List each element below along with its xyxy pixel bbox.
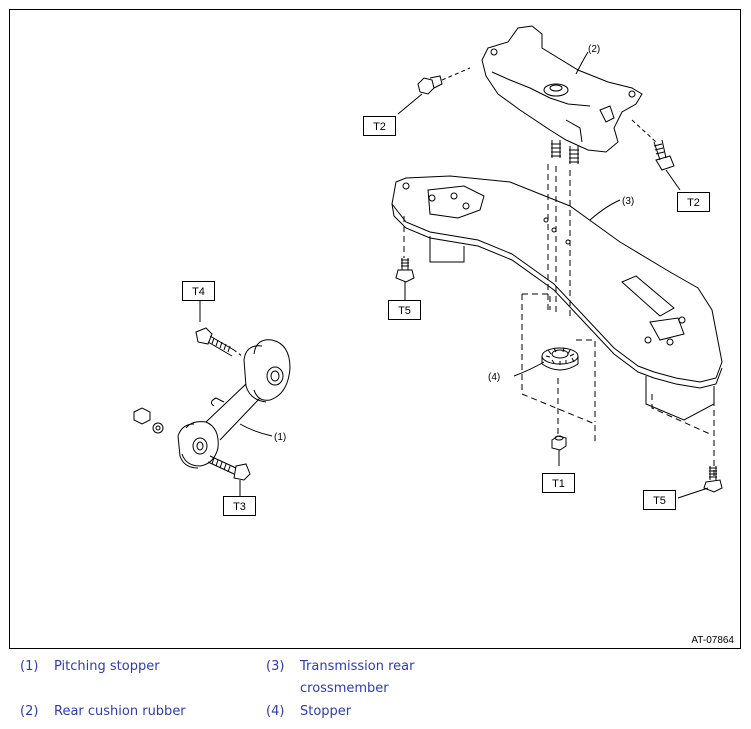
stopper-drawing bbox=[541, 347, 579, 371]
exploded-view-figure: (2) (3) (4) (1) T2 T2 T4 T5 T3 T1 T5 AT-… bbox=[9, 9, 741, 649]
torque-label-t4: T4 bbox=[182, 281, 215, 301]
bolt-t5-right-drawing bbox=[677, 466, 723, 499]
legend-text: Rear cushion rubber bbox=[54, 704, 186, 719]
bolt-t2-left-drawing bbox=[397, 67, 471, 115]
bolt-t2-right-drawing bbox=[631, 119, 681, 191]
legend-text: Stopper bbox=[300, 704, 352, 719]
legend-item-2: (2) Rear cushion rubber bbox=[20, 701, 240, 723]
legend-item-1: (1) Pitching stopper bbox=[20, 656, 240, 678]
pitching-stopper-drawing bbox=[133, 300, 291, 496]
callout-2: (2) bbox=[588, 44, 600, 55]
torque-label-t3: T3 bbox=[223, 496, 256, 516]
callout-3: (3) bbox=[622, 196, 634, 207]
legend-number: (4) bbox=[266, 704, 285, 719]
torque-label-t1: T1 bbox=[542, 473, 575, 493]
legend-text: Transmission rear crossmember bbox=[300, 659, 415, 696]
transmission-crossmember-drawing bbox=[391, 164, 723, 480]
legend-item-4: (4) Stopper bbox=[266, 701, 486, 723]
callout-leaders bbox=[239, 51, 621, 437]
torque-label-t2-left: T2 bbox=[363, 116, 396, 136]
callout-1: (1) bbox=[274, 432, 286, 443]
rear-cushion-rubber-drawing bbox=[481, 25, 643, 164]
figure-id: AT-07864 bbox=[691, 635, 734, 646]
torque-label-t2-right: T2 bbox=[677, 192, 710, 212]
legend-number: (1) bbox=[20, 659, 39, 674]
legend-number: (2) bbox=[20, 704, 39, 719]
torque-label-t5-left: T5 bbox=[388, 300, 421, 320]
callout-4: (4) bbox=[488, 372, 500, 383]
legend-text: Pitching stopper bbox=[54, 659, 160, 674]
bolt-t5-left-drawing bbox=[395, 258, 415, 300]
torque-label-t5-right: T5 bbox=[643, 490, 676, 510]
legend-item-3: (3) Transmission rear crossmember bbox=[266, 656, 486, 700]
exploded-view-drawing: (2) (3) (4) (1) bbox=[133, 25, 723, 499]
nut-t1-drawing bbox=[551, 435, 567, 466]
legend-number: (3) bbox=[266, 659, 285, 674]
